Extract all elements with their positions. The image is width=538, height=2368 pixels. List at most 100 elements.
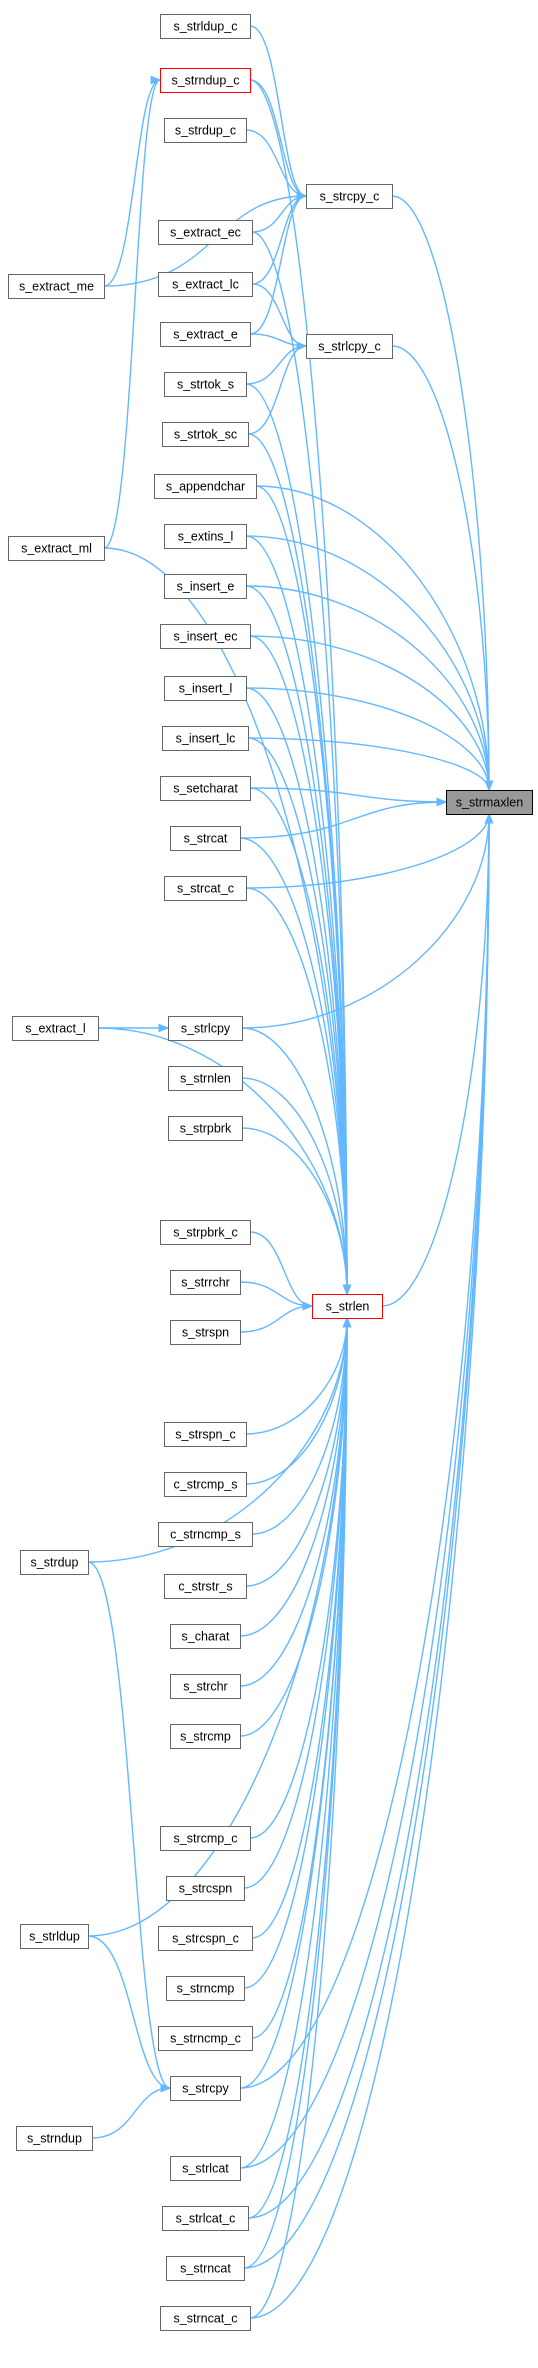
node-s-strcspn[interactable]: s_strcspn: [166, 1876, 245, 1901]
node-box: [158, 272, 253, 297]
node-box: [306, 184, 393, 209]
node-box: [170, 2076, 241, 2101]
node-s-strndup-c[interactable]: s_strndup_c: [160, 68, 251, 93]
node-s-extract-me[interactable]: s_extract_me: [8, 274, 105, 299]
node-c-strcmp-s[interactable]: c_strcmp_s: [164, 1472, 247, 1497]
node-s-strldup[interactable]: s_strldup: [20, 1924, 89, 1949]
edge-s_strnlen-to-s_strlen: [241, 1077, 348, 1295]
node-s-strlcpy-c[interactable]: s_strlcpy_c: [306, 334, 393, 359]
node-s-strdup[interactable]: s_strdup: [20, 1550, 89, 1575]
node-s-strmaxlen[interactable]: s_strmaxlen: [446, 790, 533, 815]
node-s-extract-e[interactable]: s_extract_e: [160, 322, 251, 347]
node-s-strncmp[interactable]: s_strncmp: [166, 1976, 245, 2001]
edge-s_strcat-to-s_strmaxlen: [239, 801, 447, 839]
edge-s_strncat_c-to-s_strmaxlen: [249, 813, 490, 2319]
node-label: s_strncat_c: [174, 2312, 238, 2326]
node-s-strspn[interactable]: s_strspn: [170, 1320, 241, 1345]
node-s-setcharat[interactable]: s_setcharat: [160, 776, 251, 801]
node-s-strspn-c[interactable]: s_strspn_c: [164, 1422, 247, 1447]
node-box: [158, 220, 253, 245]
node-s-strncat[interactable]: s_strncat: [166, 2256, 245, 2281]
node-label: s_strpbrk_c: [173, 1226, 238, 1240]
node-box: [20, 1924, 89, 1949]
node-label: s_setcharat: [173, 782, 238, 796]
node-label: s_strcspn: [179, 1882, 233, 1896]
edge-s_insert_ec-to-s_strlen: [249, 635, 348, 1295]
node-label: s_strldup: [29, 1930, 80, 1944]
node-s-strldup-c[interactable]: s_strldup_c: [160, 14, 251, 39]
node-label: s_extract_ml: [21, 542, 92, 556]
edge-s_strtok_s-to-s_strlen: [245, 383, 348, 1295]
node-s-extract-l[interactable]: s_extract_l: [12, 1016, 99, 1041]
node-c-strncmp-s[interactable]: c_strncmp_s: [158, 1522, 253, 1547]
node-c-strstr-s[interactable]: c_strstr_s: [164, 1574, 247, 1599]
node-s-extract-ec[interactable]: s_extract_ec: [158, 220, 253, 245]
edge-s_strdup-to-s_strlen: [87, 1317, 348, 1563]
node-s-strcat-c[interactable]: s_strcat_c: [164, 876, 247, 901]
node-box: [158, 1926, 253, 1951]
edge-s_strcpy_c-to-s_strmaxlen: [391, 195, 490, 791]
edge-s_charat-to-s_strlen: [239, 1317, 348, 1637]
edge-c_strcmp_s-to-s_strlen: [245, 1317, 348, 1485]
node-box: [168, 1116, 243, 1141]
node-box: [164, 574, 247, 599]
node-label: s_strlcpy: [181, 1022, 231, 1036]
node-s-strncmp-c[interactable]: s_strncmp_c: [158, 2026, 253, 2051]
edge-s_extract_ml-to-s_strlen: [103, 547, 348, 1295]
node-label: s_strcat_c: [177, 882, 234, 896]
edge-s_strlen-to-s_strmaxlen: [381, 813, 490, 1307]
node-s-strcpy-c[interactable]: s_strcpy_c: [306, 184, 393, 209]
node-s-strpbrk[interactable]: s_strpbrk: [168, 1116, 243, 1141]
node-s-strndup[interactable]: s_strndup: [16, 2126, 93, 2151]
node-s-strcmp-c[interactable]: s_strcmp_c: [160, 1826, 251, 1851]
node-s-strcspn-c[interactable]: s_strcspn_c: [158, 1926, 253, 1951]
node-label: s_strtok_s: [177, 378, 234, 392]
node-s-strlcat[interactable]: s_strlcat: [170, 2156, 241, 2181]
edge-s_strlcat-to-s_strlen: [239, 1317, 348, 2169]
node-s-extins-l[interactable]: s_extins_l: [164, 524, 247, 549]
node-s-strlcpy[interactable]: s_strlcpy: [168, 1016, 243, 1041]
node-s-strlcat-c[interactable]: s_strlcat_c: [162, 2206, 249, 2231]
node-s-extract-lc[interactable]: s_extract_lc: [158, 272, 253, 297]
node-s-strcpy[interactable]: s_strcpy: [170, 2076, 241, 2101]
node-s-charat[interactable]: s_charat: [170, 1624, 241, 1649]
edge-s_strcat_c-to-s_strlen: [245, 887, 348, 1295]
node-s-strtok-s[interactable]: s_strtok_s: [164, 372, 247, 397]
node-label: s_strrchr: [181, 1276, 230, 1290]
node-box: [8, 536, 105, 561]
arrowhead-s_extract_ml-to-s_strndup_c: [150, 75, 162, 85]
node-s-strlen[interactable]: s_strlen: [312, 1294, 383, 1319]
graph-edges: [87, 25, 494, 2319]
node-box: [170, 2156, 241, 2181]
node-s-insert-l[interactable]: s_insert_l: [164, 676, 247, 701]
node-s-extract-ml[interactable]: s_extract_ml: [8, 536, 105, 561]
node-s-insert-ec[interactable]: s_insert_ec: [160, 624, 251, 649]
node-box: [158, 1522, 253, 1547]
node-box: [170, 1320, 241, 1345]
edge-s_strncat-to-s_strmaxlen: [243, 813, 490, 2269]
node-box: [160, 322, 251, 347]
node-s-strcat[interactable]: s_strcat: [170, 826, 241, 851]
node-label: s_strcat: [184, 832, 228, 846]
node-s-strchr[interactable]: s_strchr: [170, 1674, 241, 1699]
edge-s_strcspn_c-to-s_strlen: [251, 1317, 348, 1939]
edge-s_strspn_c-to-s_strlen: [245, 1317, 348, 1435]
edge-s_strldup_c-to-s_strcpy_c: [249, 25, 307, 197]
node-box: [162, 726, 249, 751]
node-s-insert-lc[interactable]: s_insert_lc: [162, 726, 249, 751]
node-s-strrchr[interactable]: s_strrchr: [170, 1270, 241, 1295]
node-s-strpbrk-c[interactable]: s_strpbrk_c: [160, 1220, 251, 1245]
node-s-strcmp[interactable]: s_strcmp: [170, 1724, 241, 1749]
node-box: [164, 876, 247, 901]
node-s-insert-e[interactable]: s_insert_e: [164, 574, 247, 599]
arrowhead-s_insert_lc-to-s_strmaxlen: [484, 780, 494, 792]
node-label: c_strstr_s: [178, 1580, 232, 1594]
node-s-appendchar[interactable]: s_appendchar: [154, 474, 257, 499]
node-s-strnlen[interactable]: s_strnlen: [168, 1066, 243, 1091]
node-s-strtok-sc[interactable]: s_strtok_sc: [162, 422, 249, 447]
node-s-strdup-c[interactable]: s_strdup_c: [164, 118, 247, 143]
node-label: s_strlen: [326, 1300, 370, 1314]
arrowhead-s_strtok_sc-to-s_strlcpy_c: [296, 341, 308, 351]
node-label: s_strcpy_c: [320, 190, 380, 204]
node-s-strncat-c[interactable]: s_strncat_c: [160, 2306, 251, 2331]
